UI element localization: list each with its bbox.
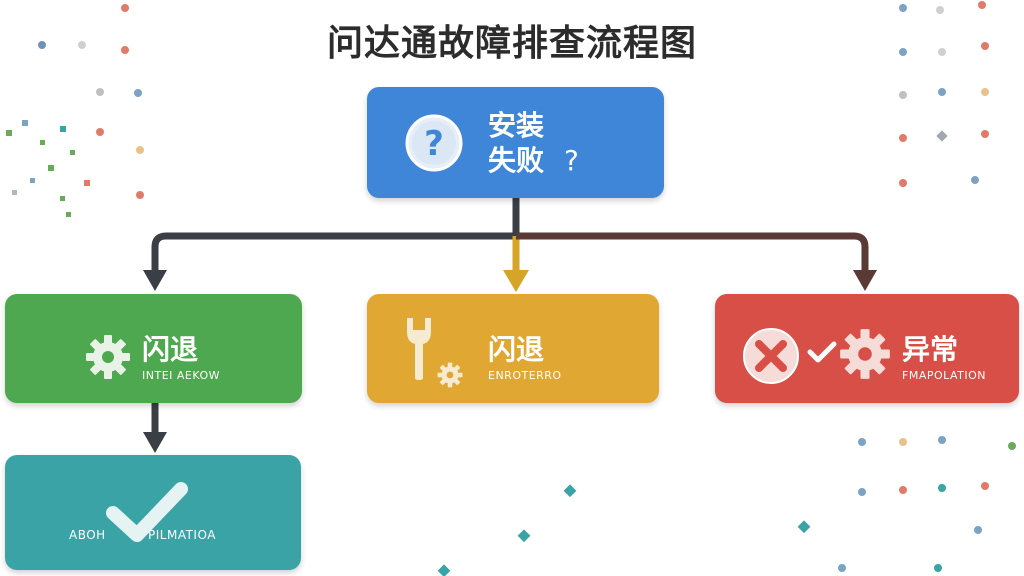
diagram-title: 问达通故障排查流程图: [326, 23, 697, 64]
decorative-dots: [6, 1, 1016, 576]
gear-icon: [86, 335, 130, 379]
gear-icon: [437, 362, 463, 388]
node-caption: FMAPOLATION: [902, 369, 987, 382]
arrow-to-left: [143, 270, 167, 291]
connector-start-to-left: [151, 198, 520, 272]
question-mark-text: ?: [564, 144, 579, 177]
wrench-icon: [407, 318, 431, 380]
connector-start-to-right: [516, 232, 869, 272]
node-exception-right[interactable]: 异常 FMAPOLATION: [715, 294, 1019, 403]
node-caption-right: PILMATIOA: [148, 528, 216, 542]
node-caption-left: ABOH: [69, 528, 106, 542]
check-icon: [807, 341, 837, 363]
close-icon: [743, 328, 799, 384]
node-crash-left[interactable]: 闪退 INTEI AEKOW: [5, 294, 302, 403]
gear-icon: [840, 329, 890, 379]
node-result[interactable]: ABOH PILMATIOA: [5, 455, 301, 570]
node-label: 闪退: [142, 333, 199, 366]
arrow-to-middle: [503, 270, 529, 292]
node-label-line2: 失败: [488, 144, 545, 177]
node-label: 闪退: [488, 333, 545, 366]
node-install-failed[interactable]: ? 安装 失败 ?: [367, 87, 664, 198]
arrow-to-result: [143, 432, 167, 453]
node-crash-middle[interactable]: 闪退 ENROTERRO: [367, 294, 659, 403]
node-label: 异常: [902, 333, 959, 366]
svg-text:?: ?: [424, 124, 444, 164]
check-icon: [106, 482, 188, 542]
question-icon: ?: [405, 114, 463, 172]
node-caption: ENROTERRO: [488, 369, 562, 382]
node-label-line1: 安装: [488, 109, 545, 142]
node-caption: INTEI AEKOW: [142, 369, 221, 382]
arrow-to-right: [853, 270, 877, 291]
